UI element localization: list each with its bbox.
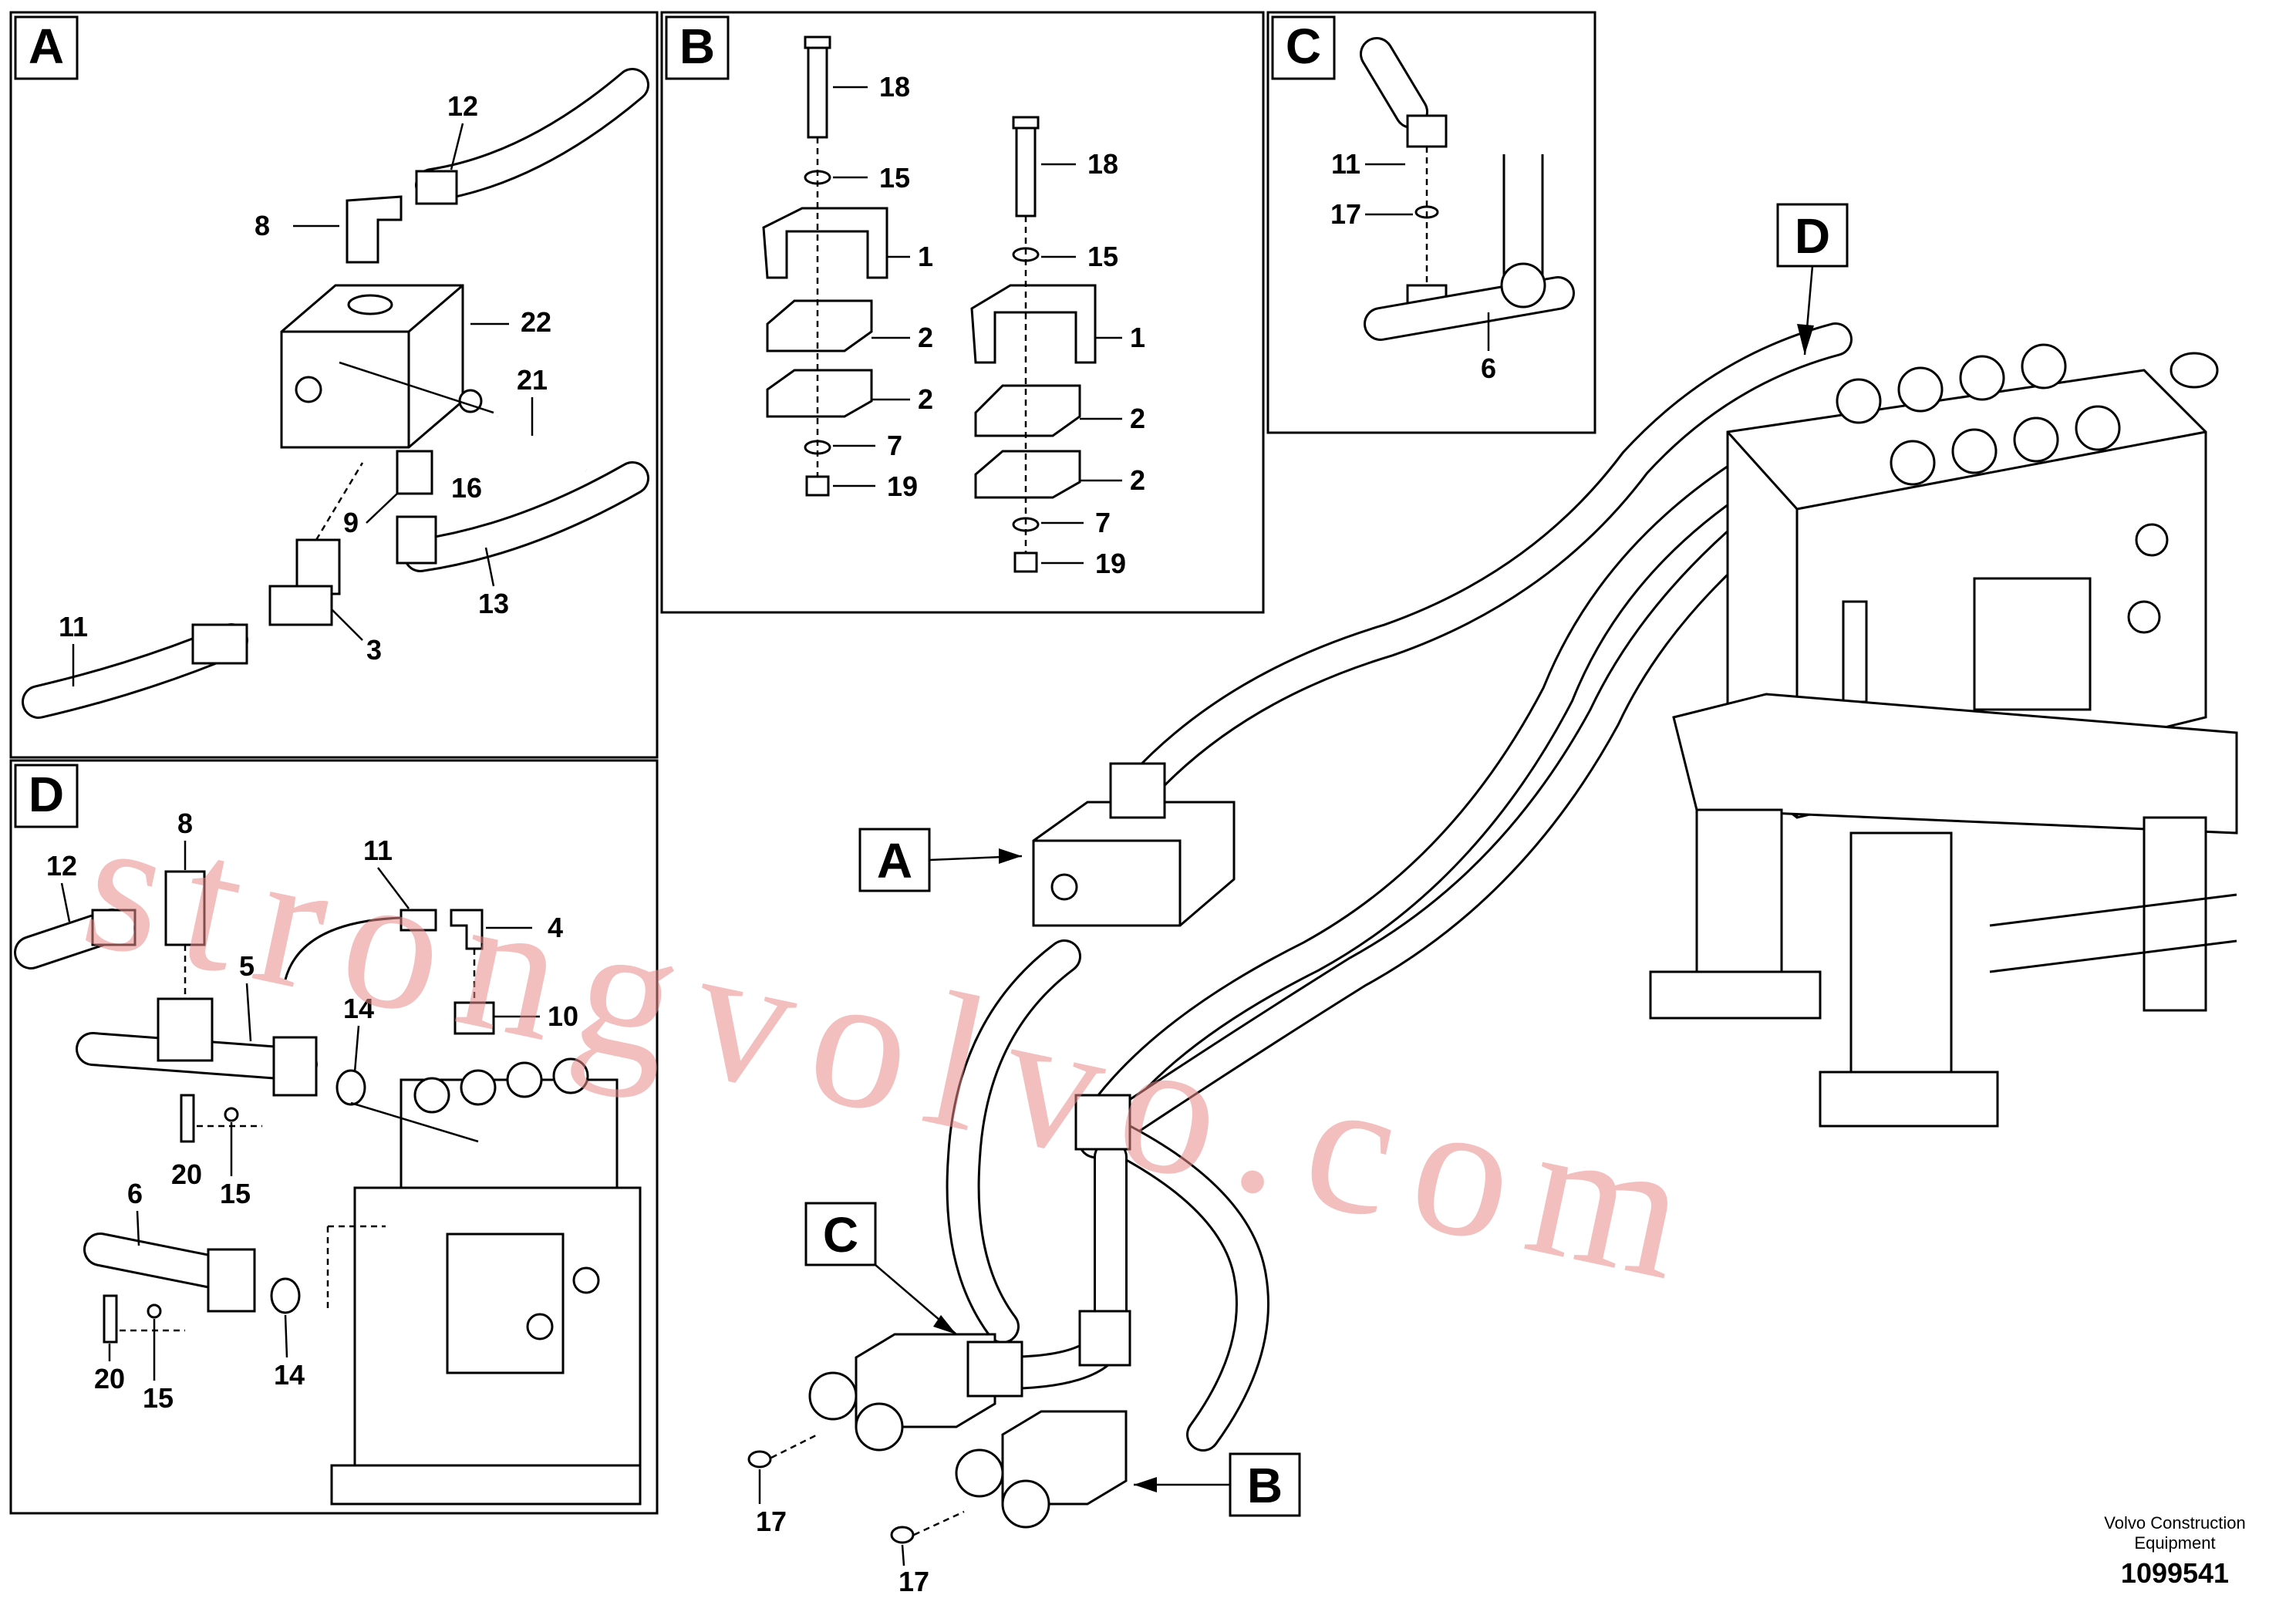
clamp-half-2b-left [766,369,873,418]
callout-b-19-left: 19 [887,470,918,502]
clamp-cover-1-right [970,284,1097,364]
valve-stand [1649,693,2238,1128]
callout-b-7-left: 7 [887,430,902,461]
o-ring-14-bottom [270,1277,301,1314]
clamp-half-2b-right [974,450,1081,499]
callout-b-19-right: 19 [1095,548,1126,579]
callout-a-21: 21 [517,364,548,396]
o-ring-17-left [747,1450,772,1469]
callout-a-11: 11 [59,611,88,642]
flange-6 [207,1248,256,1313]
callout-d-6: 6 [127,1178,143,1209]
main-tee-upper [1074,1094,1131,1151]
callout-c-6: 6 [1481,352,1496,384]
callout-a-9: 9 [343,507,359,538]
o-ring-14-top [335,1069,366,1106]
main-assembly-view: A B C D 17 17 [747,203,2238,1597]
main-label-b: B [1247,1458,1283,1513]
control-valve-inset [330,1057,642,1506]
callout-b-18-right: 18 [1087,148,1118,180]
brand-line-1: Volvo Construction [2104,1513,2245,1533]
callout-d-14-bottom: 14 [274,1359,305,1391]
panel-a-label: A [29,19,64,74]
panel-b-label: B [679,19,715,74]
callout-a-13: 13 [478,588,509,619]
clamp-half-2a-right [974,384,1081,437]
adapter-10 [453,1001,495,1035]
footer-credits: Volvo Construction Equipment 1099541 [2104,1513,2245,1589]
washer-16 [458,389,483,413]
callout-a-3: 3 [366,634,382,666]
hose-fitting-12 [415,170,458,205]
main-valve-block [1032,801,1236,927]
callout-d-20-bottom: 20 [94,1363,125,1394]
callout-d-5: 5 [239,950,255,982]
callout-a-12: 12 [447,90,478,122]
callout-b-15-right: 15 [1087,241,1118,272]
clamp-cover-1-left [762,207,888,279]
callout-d-15-bottom: 15 [143,1382,174,1414]
elbow-fitting-8-d [164,870,206,946]
clamp-half-2a-left [766,299,873,352]
panel-a: A 12 8 [9,11,659,759]
panel-d-label: D [29,767,64,822]
o-ring-17-right [890,1526,915,1544]
main-tee-lower [1078,1310,1131,1367]
callout-b-1-right: 1 [1130,322,1145,353]
panel-b: B 18 15 1 2 2 7 [660,11,1265,614]
panel-d: D [9,759,659,1515]
callout-b-7-right: 7 [1095,507,1111,538]
callout-d-20-top: 20 [171,1158,202,1190]
callout-b-1-left: 1 [918,241,933,272]
callout-c-17: 17 [1330,198,1361,230]
callout-d-4: 4 [548,912,563,943]
callout-b-2b-right: 2 [1130,464,1145,496]
bolt-18-left [807,45,828,139]
callout-d-10: 10 [548,1000,578,1032]
callout-b-18-left: 18 [879,71,910,103]
main-label-c: C [823,1207,858,1263]
tee-5 [157,997,214,1062]
washer-15-top [224,1107,239,1122]
bolt-20-top [180,1094,195,1143]
elbow-4 [450,909,484,950]
main-label-a: A [877,833,912,889]
main-callout-17-right: 17 [899,1566,929,1597]
washer-15-bottom [147,1303,162,1319]
drawing-number: 1099541 [2121,1557,2229,1589]
callout-b-2a-right: 2 [1130,403,1145,434]
callout-b-15-left: 15 [879,162,910,194]
bolt-18-right [1015,126,1037,218]
callout-d-15-top: 15 [220,1178,251,1209]
elbow-fitting-8 [346,195,403,264]
callout-a-16: 16 [451,472,482,504]
main-label-d: D [1795,208,1830,264]
callout-c-11: 11 [1331,148,1360,180]
bolt-20-bottom [103,1294,118,1344]
callout-b-2a-left: 2 [918,322,933,353]
nut-19-right [1013,551,1038,573]
callout-d-14-top: 14 [343,993,374,1024]
adapter-9 [396,450,433,495]
nut-19-left [805,475,830,497]
brand-line-2: Equipment [2134,1533,2215,1553]
hose-nut-11 [1406,114,1448,148]
callout-a-22: 22 [521,306,551,338]
callout-d-8: 8 [177,808,193,839]
flange-5 [272,1036,318,1097]
callout-a-8: 8 [255,210,270,241]
main-callout-17-left: 17 [756,1506,787,1537]
callout-d-11: 11 [363,835,393,866]
callout-b-2b-left: 2 [918,383,933,415]
panel-c-label: C [1286,19,1321,74]
callout-d-12: 12 [46,850,77,882]
panel-c: C 11 17 6 [1266,11,1596,434]
